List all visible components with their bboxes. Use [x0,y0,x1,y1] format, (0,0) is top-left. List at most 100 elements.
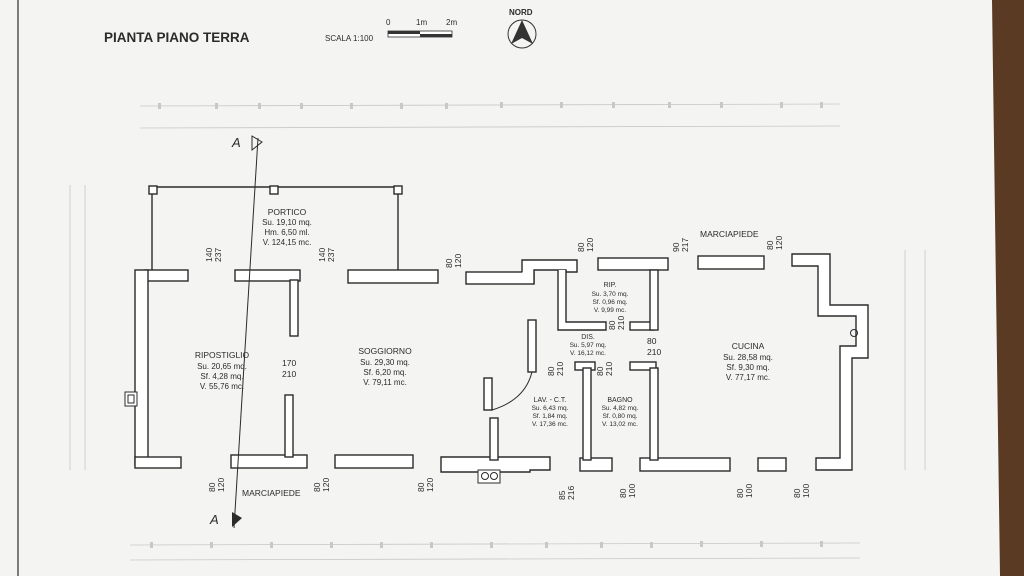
wall-n2 [234,269,301,282]
svg-text:80: 80 [207,482,217,492]
marciapiede-label-bottom: MARCIAPIEDE [242,488,301,498]
plan-title: PIANTA PIANO TERRA [104,30,250,45]
svg-text:140: 140 [204,248,214,262]
wall-s7 [757,457,787,472]
svg-text:85: 85 [557,490,567,500]
wall-int-rip-top [289,279,299,337]
svg-text:80: 80 [576,242,586,252]
scale-tick-0: 0 [386,18,391,27]
room-area: Su. 3,70 mq. [592,291,629,298]
opening-label: 210 [282,369,296,379]
walls [134,185,869,473]
room-window-area: Sf. 4,28 mq. [200,372,243,381]
wall-n1 [144,269,189,282]
room-area: Su. 19,10 mq. [262,218,312,227]
opening-label: 210 [647,347,661,357]
room-portico: PORTICO Su. 19,10 mq. Hm. 6,50 ml. V. 12… [262,207,312,247]
room-volume: V. 124,15 mc. [263,238,312,247]
svg-text:120: 120 [321,478,331,492]
room-window-area: Sf. 6,20 mq. [363,368,406,377]
room-window-area: Sf. 9,30 mq. [726,363,769,372]
room-name: SOGGIORNO [358,346,412,356]
section-mark-bottom: A [209,512,219,527]
wall-s4 [440,456,551,473]
wall-n7 [697,255,765,270]
wall-n6 [597,257,669,271]
svg-text:210: 210 [604,362,614,376]
svg-text:237: 237 [326,248,336,262]
svg-text:80: 80 [312,482,322,492]
room-cucina: CUCINA Su. 28,58 mq. Sf. 9,30 mq. V. 77,… [723,341,773,382]
wall-int-lav [489,417,499,461]
room-volume: V. 77,17 mc. [726,373,770,382]
room-volume: V. 17,36 mc. [532,421,568,428]
svg-text:80: 80 [735,488,745,498]
svg-text:120: 120 [425,478,435,492]
room-name: DIS. [581,334,595,341]
svg-text:120: 120 [453,254,463,268]
scale-tick-2m: 2m [446,18,457,27]
pillar-ne [393,185,403,195]
room-name: BAGNO [607,397,633,404]
svg-text:100: 100 [801,484,811,498]
room-area: Su. 20,65 mq. [197,362,247,371]
wall-int-bagno-w [582,367,592,461]
svg-text:80: 80 [546,366,556,376]
room-area: Su. 5,97 mq. [570,342,607,349]
room-soggiorno: SOGGIORNO Su. 29,30 mq. Sf. 6,20 mq. V. … [358,346,412,387]
wall-int-dis [527,319,537,373]
room-volume: V. 79,11 mc. [363,378,407,387]
drain-icon [850,329,858,337]
wall-int-lav-stub [483,377,493,411]
wall-int-rip-e [649,269,659,331]
opening-labels-horizontal: 170 210 80 210 [282,336,661,379]
svg-text:80: 80 [618,488,628,498]
wall-s1 [134,456,182,469]
room-ripostiglio: RIPOSTIGLIO Su. 20,65 mq. Sf. 4,28 mq. V… [195,350,250,391]
marciapiede-label-top: MARCIAPIEDE [700,229,759,239]
room-labels: PORTICO Su. 19,10 mq. Hm. 6,50 ml. V. 12… [195,207,773,428]
svg-text:80: 80 [444,258,454,268]
door-swing-lav [491,371,533,411]
wall-int-bagno-e [649,367,659,461]
scale-label: SCALA 1:100 [325,34,374,43]
svg-text:80: 80 [765,240,775,250]
svg-text:80: 80 [416,482,426,492]
svg-text:90: 90 [671,242,681,252]
section-mark-top: A [231,135,241,150]
dimension-lines [69,103,926,561]
room-rip: RIP. Su. 3,70 mq. Sf. 0,96 mq. V. 9,99 m… [592,282,629,314]
wall-s6 [639,457,731,472]
wall-int-rip-w [557,270,607,331]
wall-n3 [347,269,439,284]
svg-text:120: 120 [216,478,226,492]
svg-text:100: 100 [744,484,754,498]
opening-label: 80 [647,336,657,346]
north-arrow-icon: NORD [507,8,537,49]
svg-text:120: 120 [585,238,595,252]
room-volume: V. 16,12 mc. [570,350,606,357]
svg-text:210: 210 [616,316,626,330]
opening-label: 170 [282,358,296,368]
section-arrow-top [251,135,263,152]
wall-east [791,253,869,471]
wall-s3 [334,454,414,469]
svg-text:210: 210 [555,362,565,376]
section-line: A A [209,135,263,529]
room-area: Su. 29,30 mq. [360,358,410,367]
room-name: CUCINA [732,341,765,351]
room-dis: DIS. Su. 5,97 mq. V. 16,12 mc. [570,334,607,357]
room-area: Su. 4,82 mq. [602,405,639,412]
scale-tick-1m: 1m [416,18,427,27]
room-window-area: Sf. 0,96 mq. [592,299,627,306]
